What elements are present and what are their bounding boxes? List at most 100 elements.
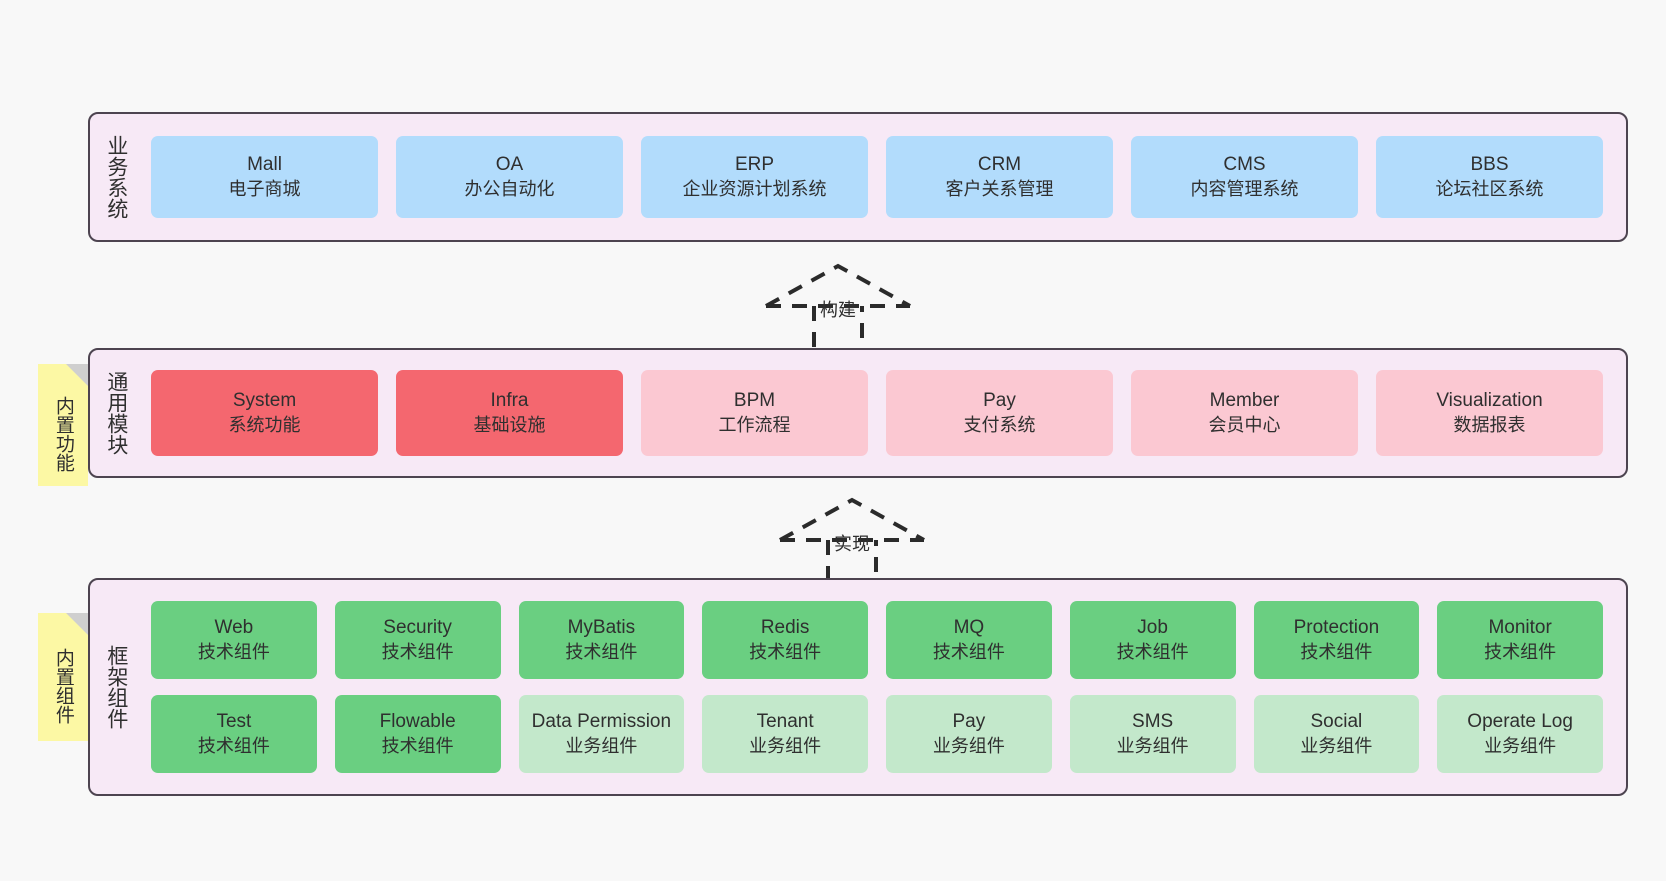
layer-items-framework-component: Web 技术组件 Security 技术组件 MyBatis 技术组件 Redi… — [142, 580, 1626, 794]
card-title: Data Permission — [531, 710, 672, 732]
card-subtitle: 技术组件 — [1300, 641, 1373, 662]
card-sms[interactable]: SMS 业务组件 — [1069, 695, 1236, 773]
card-title: CRM — [977, 153, 1022, 175]
card-subtitle: 业务组件 — [1300, 735, 1373, 756]
card-protection[interactable]: Protection 技术组件 — [1253, 601, 1420, 679]
card-job[interactable]: Job 技术组件 — [1069, 601, 1236, 679]
card-subtitle: 业务组件 — [932, 735, 1005, 756]
note-label: 内置功能 — [52, 396, 74, 472]
layer-items-business-system: Mall 电子商城 OA 办公自动化 ERP 企业资源计划系统 CRM 客户关系… — [142, 114, 1626, 240]
card-data-permission[interactable]: Data Permission 业务组件 — [518, 695, 685, 773]
card-web[interactable]: Web 技术组件 — [151, 601, 317, 679]
card-title: Member — [1209, 389, 1280, 411]
card-subtitle: 技术组件 — [1484, 641, 1557, 662]
layer-title-business-system: 业务系统 — [104, 135, 128, 219]
card-flowable[interactable]: Flowable 技术组件 — [334, 695, 501, 773]
card-subtitle: 技术组件 — [749, 641, 822, 662]
card-title: Redis — [760, 616, 810, 638]
card-mybatis[interactable]: MyBatis 技术组件 — [518, 601, 685, 679]
card-title: Pay — [983, 389, 1016, 411]
card-infra[interactable]: Infra 基础设施 — [396, 370, 623, 456]
layer-items-common-module: System 系统功能 Infra 基础设施 BPM 工作流程 Pay 支付系统… — [142, 350, 1626, 476]
card-title: Operate Log — [1467, 710, 1573, 732]
card-subtitle: 技术组件 — [1116, 641, 1189, 662]
generalization-arrow-icon — [779, 497, 925, 586]
card-title: Job — [1137, 616, 1168, 638]
card-subtitle: 基础设施 — [473, 414, 546, 435]
folded-corner-icon — [66, 613, 88, 635]
card-title: Security — [383, 616, 452, 638]
card-subtitle: 客户关系管理 — [945, 178, 1054, 199]
card-title: MyBatis — [567, 616, 636, 638]
card-visualization[interactable]: Visualization 数据报表 — [1376, 370, 1603, 456]
layer-framework-component: 框架组件 Web 技术组件 Security 技术组件 MyBatis 技术组件… — [88, 578, 1628, 796]
card-subtitle: 办公自动化 — [464, 178, 555, 199]
card-subtitle: 业务组件 — [1484, 735, 1557, 756]
card-title: Infra — [490, 389, 529, 411]
card-title: Pay — [952, 710, 986, 732]
card-title: Mall — [247, 153, 282, 175]
card-title: SMS — [1132, 710, 1174, 732]
card-oa[interactable]: OA 办公自动化 — [396, 136, 623, 218]
card-subtitle: 企业资源计划系统 — [682, 178, 827, 199]
note-builtin-components: 内置组件 — [38, 613, 88, 741]
card-title: Protection — [1293, 616, 1380, 638]
card-security[interactable]: Security 技术组件 — [334, 601, 501, 679]
card-subtitle: 技术组件 — [197, 735, 270, 756]
card-operate-log[interactable]: Operate Log 业务组件 — [1437, 695, 1603, 773]
card-subtitle: 技术组件 — [932, 641, 1005, 662]
card-title: OA — [495, 153, 524, 175]
card-row: Test 技术组件 Flowable 技术组件 Data Permission … — [142, 695, 1612, 773]
card-subtitle: 系统功能 — [228, 414, 301, 435]
connector-build: 构建 — [748, 258, 928, 354]
card-test[interactable]: Test 技术组件 — [151, 695, 317, 773]
card-pay[interactable]: Pay 支付系统 — [886, 370, 1113, 456]
card-subtitle: 技术组件 — [565, 641, 638, 662]
card-mall[interactable]: Mall 电子商城 — [151, 136, 378, 218]
card-row: System 系统功能 Infra 基础设施 BPM 工作流程 Pay 支付系统… — [142, 370, 1612, 456]
connector-implement: 实现 — [762, 492, 942, 588]
card-title: Test — [216, 710, 252, 732]
layer-title-common-module: 通用模块 — [104, 371, 128, 455]
card-crm[interactable]: CRM 客户关系管理 — [886, 136, 1113, 218]
card-social[interactable]: Social 业务组件 — [1253, 695, 1420, 773]
generalization-arrow-icon — [765, 263, 911, 352]
card-title: Tenant — [756, 710, 814, 732]
connector-label: 构建 — [820, 300, 856, 320]
card-title: BPM — [733, 389, 776, 411]
card-row: Web 技术组件 Security 技术组件 MyBatis 技术组件 Redi… — [142, 601, 1612, 679]
card-tenant[interactable]: Tenant 业务组件 — [702, 695, 868, 773]
card-title: Social — [1310, 710, 1363, 732]
card-title: ERP — [734, 153, 775, 175]
card-mq[interactable]: MQ 技术组件 — [886, 601, 1052, 679]
card-pay-component[interactable]: Pay 业务组件 — [886, 695, 1052, 773]
card-subtitle: 工作流程 — [718, 414, 791, 435]
card-system[interactable]: System 系统功能 — [151, 370, 378, 456]
card-subtitle: 电子商城 — [228, 178, 301, 199]
folded-corner-icon — [66, 364, 88, 386]
layer-common-module: 通用模块 System 系统功能 Infra 基础设施 BPM 工作流程 Pay… — [88, 348, 1628, 478]
connector-label: 实现 — [834, 534, 870, 554]
card-subtitle: 论坛社区系统 — [1435, 178, 1544, 199]
card-subtitle: 数据报表 — [1453, 414, 1526, 435]
card-title: System — [232, 389, 297, 411]
card-monitor[interactable]: Monitor 技术组件 — [1437, 601, 1603, 679]
card-title: Visualization — [1436, 389, 1543, 411]
card-subtitle: 技术组件 — [197, 641, 270, 662]
card-title: CMS — [1223, 153, 1266, 175]
card-subtitle: 支付系统 — [963, 414, 1036, 435]
card-bpm[interactable]: BPM 工作流程 — [641, 370, 868, 456]
card-redis[interactable]: Redis 技术组件 — [702, 601, 868, 679]
card-erp[interactable]: ERP 企业资源计划系统 — [641, 136, 868, 218]
card-subtitle: 内容管理系统 — [1190, 178, 1299, 199]
card-cms[interactable]: CMS 内容管理系统 — [1131, 136, 1358, 218]
card-title: Monitor — [1488, 616, 1552, 638]
card-member[interactable]: Member 会员中心 — [1131, 370, 1358, 456]
note-builtin-features: 内置功能 — [38, 364, 88, 486]
card-subtitle: 业务组件 — [1116, 735, 1189, 756]
card-title: MQ — [953, 616, 985, 638]
card-bbs[interactable]: BBS 论坛社区系统 — [1376, 136, 1603, 218]
note-label: 内置组件 — [52, 648, 74, 724]
layer-business-system: 业务系统 Mall 电子商城 OA 办公自动化 ERP 企业资源计划系统 CRM… — [88, 112, 1628, 242]
